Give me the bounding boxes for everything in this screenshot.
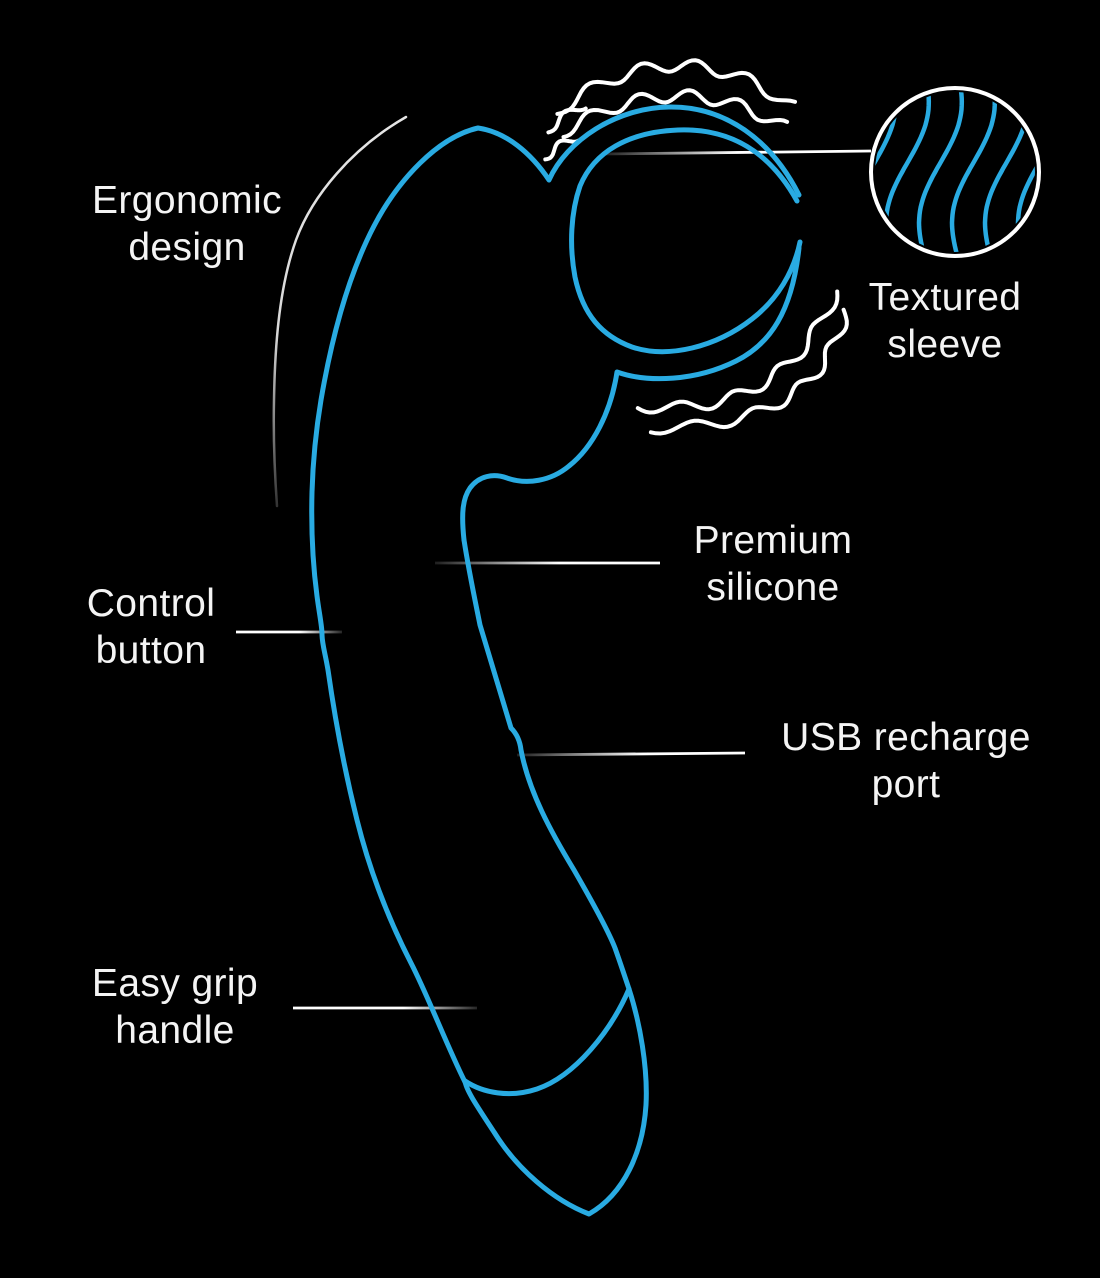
head-ring — [569, 127, 803, 355]
label-line: port — [871, 763, 941, 806]
label-line: sleeve — [887, 323, 1003, 366]
label-line: button — [95, 629, 207, 672]
label-line: Ergonomic — [91, 179, 283, 222]
wave-line — [546, 106, 588, 135]
vibration-waves-top-icon — [543, 58, 797, 162]
label-textured-sleeve: Textured sleeve — [869, 274, 1022, 368]
label-line: handle — [115, 1009, 235, 1052]
texture-magnifier-icon — [869, 86, 1041, 258]
handle-cap-outline — [462, 986, 649, 1217]
device-outline — [309, 104, 803, 1217]
wave-line — [561, 88, 790, 139]
neck-and-head-sweep — [460, 245, 802, 543]
label-line: Premium — [693, 519, 853, 562]
wave-line — [635, 289, 840, 415]
label-line: design — [128, 226, 246, 269]
leader-lines — [236, 149, 872, 1010]
label-line: Textured — [868, 276, 1022, 319]
label-line: Control — [86, 582, 216, 625]
vibration-waves-side-icon — [635, 289, 849, 436]
texture-wave-line — [916, 92, 965, 252]
wave-line — [648, 307, 849, 436]
body-left-edge-and-head-top — [309, 104, 802, 1085]
label-line: silicone — [706, 566, 840, 609]
label-premium-silicone: Premium silicone — [694, 517, 853, 611]
label-line: USB recharge — [781, 716, 1031, 759]
label-control-button: Control button — [87, 580, 216, 674]
magnifier-circle — [869, 86, 1041, 258]
ergonomic-curve-icon — [272, 115, 408, 508]
label-ergonomic-design: Ergonomic design — [92, 177, 282, 271]
handle-divider-curve — [462, 986, 632, 1097]
wave-line — [543, 138, 581, 162]
texture-wave-line — [875, 92, 899, 252]
leader-line-textured-sleeve — [602, 149, 872, 156]
label-usb-recharge-port: USB recharge port — [781, 714, 1031, 808]
texture-wave-line — [949, 92, 998, 252]
label-easy-grip-handle: Easy grip handle — [92, 960, 258, 1054]
leader-line-usb-port — [516, 751, 746, 757]
label-line: Easy grip — [91, 962, 259, 1005]
wave-line — [555, 58, 797, 116]
body-right-edge-with-usb-notch — [461, 537, 632, 992]
